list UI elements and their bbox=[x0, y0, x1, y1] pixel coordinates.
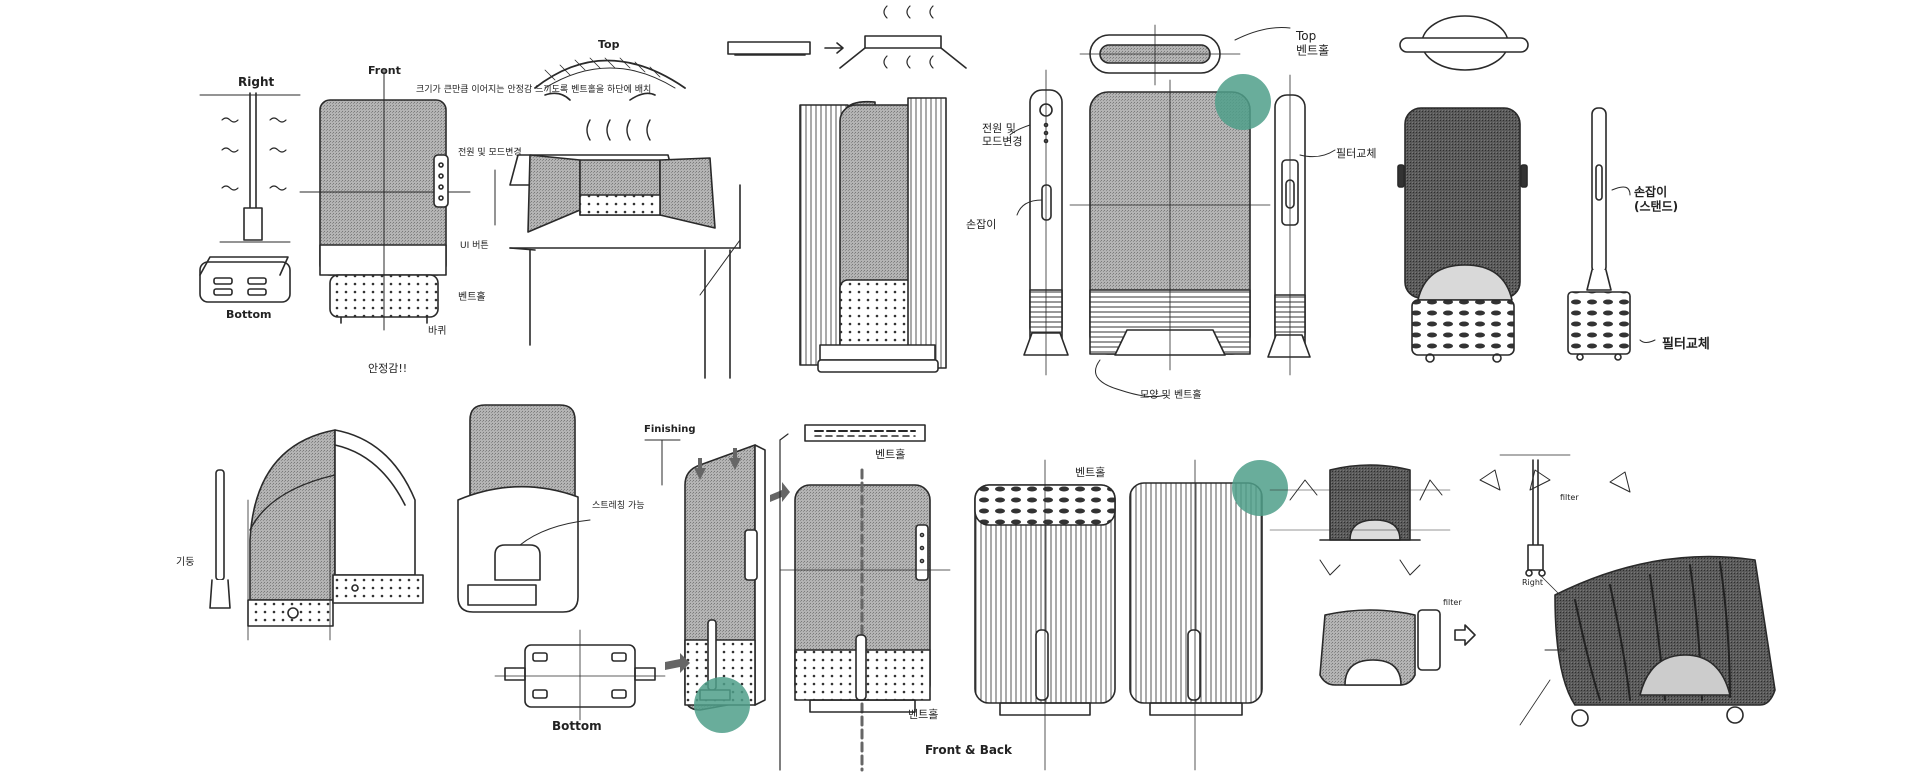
sketch-front-unit-2 bbox=[779, 468, 951, 772]
sketch-bottom-box bbox=[494, 629, 666, 721]
sketch-outline-unit bbox=[1129, 459, 1263, 771]
label-stretch-note: 스트레칭 가능 bbox=[592, 500, 645, 511]
sketch-slot-top bbox=[804, 424, 926, 442]
label-front: Front bbox=[368, 64, 401, 77]
sketch-lined-unit bbox=[974, 459, 1116, 771]
label-front-back: Front & Back bbox=[925, 743, 1013, 757]
sketch-pillow-unit bbox=[457, 404, 591, 613]
label-filter-change-2: 필터교체 bbox=[1662, 336, 1710, 352]
label-filter: filter bbox=[1443, 598, 1462, 607]
label-finishing: Finishing bbox=[644, 424, 696, 435]
label-right-2: Right bbox=[1522, 578, 1543, 587]
label-column: 기둥 bbox=[176, 556, 194, 568]
sketch-table-screen bbox=[509, 119, 741, 379]
sketch-small-stand bbox=[1499, 454, 1571, 577]
highlight-dot-1 bbox=[1215, 74, 1271, 130]
sketch-stick-filter bbox=[1567, 107, 1656, 361]
label-vent-hole-4: 벤트홀 bbox=[1075, 466, 1105, 479]
sketch-finishing-unit bbox=[644, 439, 790, 711]
label-handle-stand: 손잡이(스탠드) bbox=[1634, 184, 1678, 213]
label-vent-hole-2: 벤트홀 bbox=[875, 448, 905, 461]
label-note-top: 크기가 큰만큼 이어지는 안정감 느끼도록 벤트홀을 하단에 배치 bbox=[416, 83, 651, 95]
label-vent-hole: 벤트홀 bbox=[458, 290, 486, 303]
sketch-tall-unit-front bbox=[1023, 24, 1311, 376]
sketch-quarter-dome bbox=[209, 429, 424, 641]
sketch-folding-screen bbox=[799, 97, 947, 373]
sketch-top-arc bbox=[534, 57, 686, 101]
label-handle: 손잡이 bbox=[966, 218, 996, 231]
label-vent-hole-3: 벤트홀 bbox=[908, 708, 938, 721]
sketch-dark-unit bbox=[1397, 15, 1529, 363]
label-stand-vent: 모양 및 벤트홀 bbox=[1140, 388, 1202, 401]
label-right: Right bbox=[238, 75, 274, 89]
label-note-side: 전원 및 모드변경 bbox=[458, 146, 522, 158]
sketch-top-bar bbox=[727, 5, 967, 69]
sketch-front-purifier bbox=[299, 69, 496, 331]
label-top: Top bbox=[598, 38, 620, 51]
label-filter-change: 필터교체 bbox=[1336, 147, 1376, 160]
label-bottom: Bottom bbox=[552, 719, 602, 733]
sketch-bottom-small bbox=[199, 256, 291, 303]
sketch-right-view bbox=[199, 92, 301, 243]
highlight-dot-3 bbox=[1232, 460, 1288, 516]
label-bottom-small: Bottom bbox=[226, 308, 271, 321]
sketch-blanket-unit bbox=[1519, 555, 1776, 727]
highlight-dot-2 bbox=[694, 677, 750, 733]
sketch-trapezoid-unit bbox=[1269, 464, 1476, 686]
label-wheel: 바퀴 bbox=[428, 325, 446, 337]
label-filter-2: filter bbox=[1560, 493, 1579, 502]
label-note-ui: UI 버튼 bbox=[460, 240, 489, 251]
label-stability: 안정감!! bbox=[368, 362, 407, 375]
